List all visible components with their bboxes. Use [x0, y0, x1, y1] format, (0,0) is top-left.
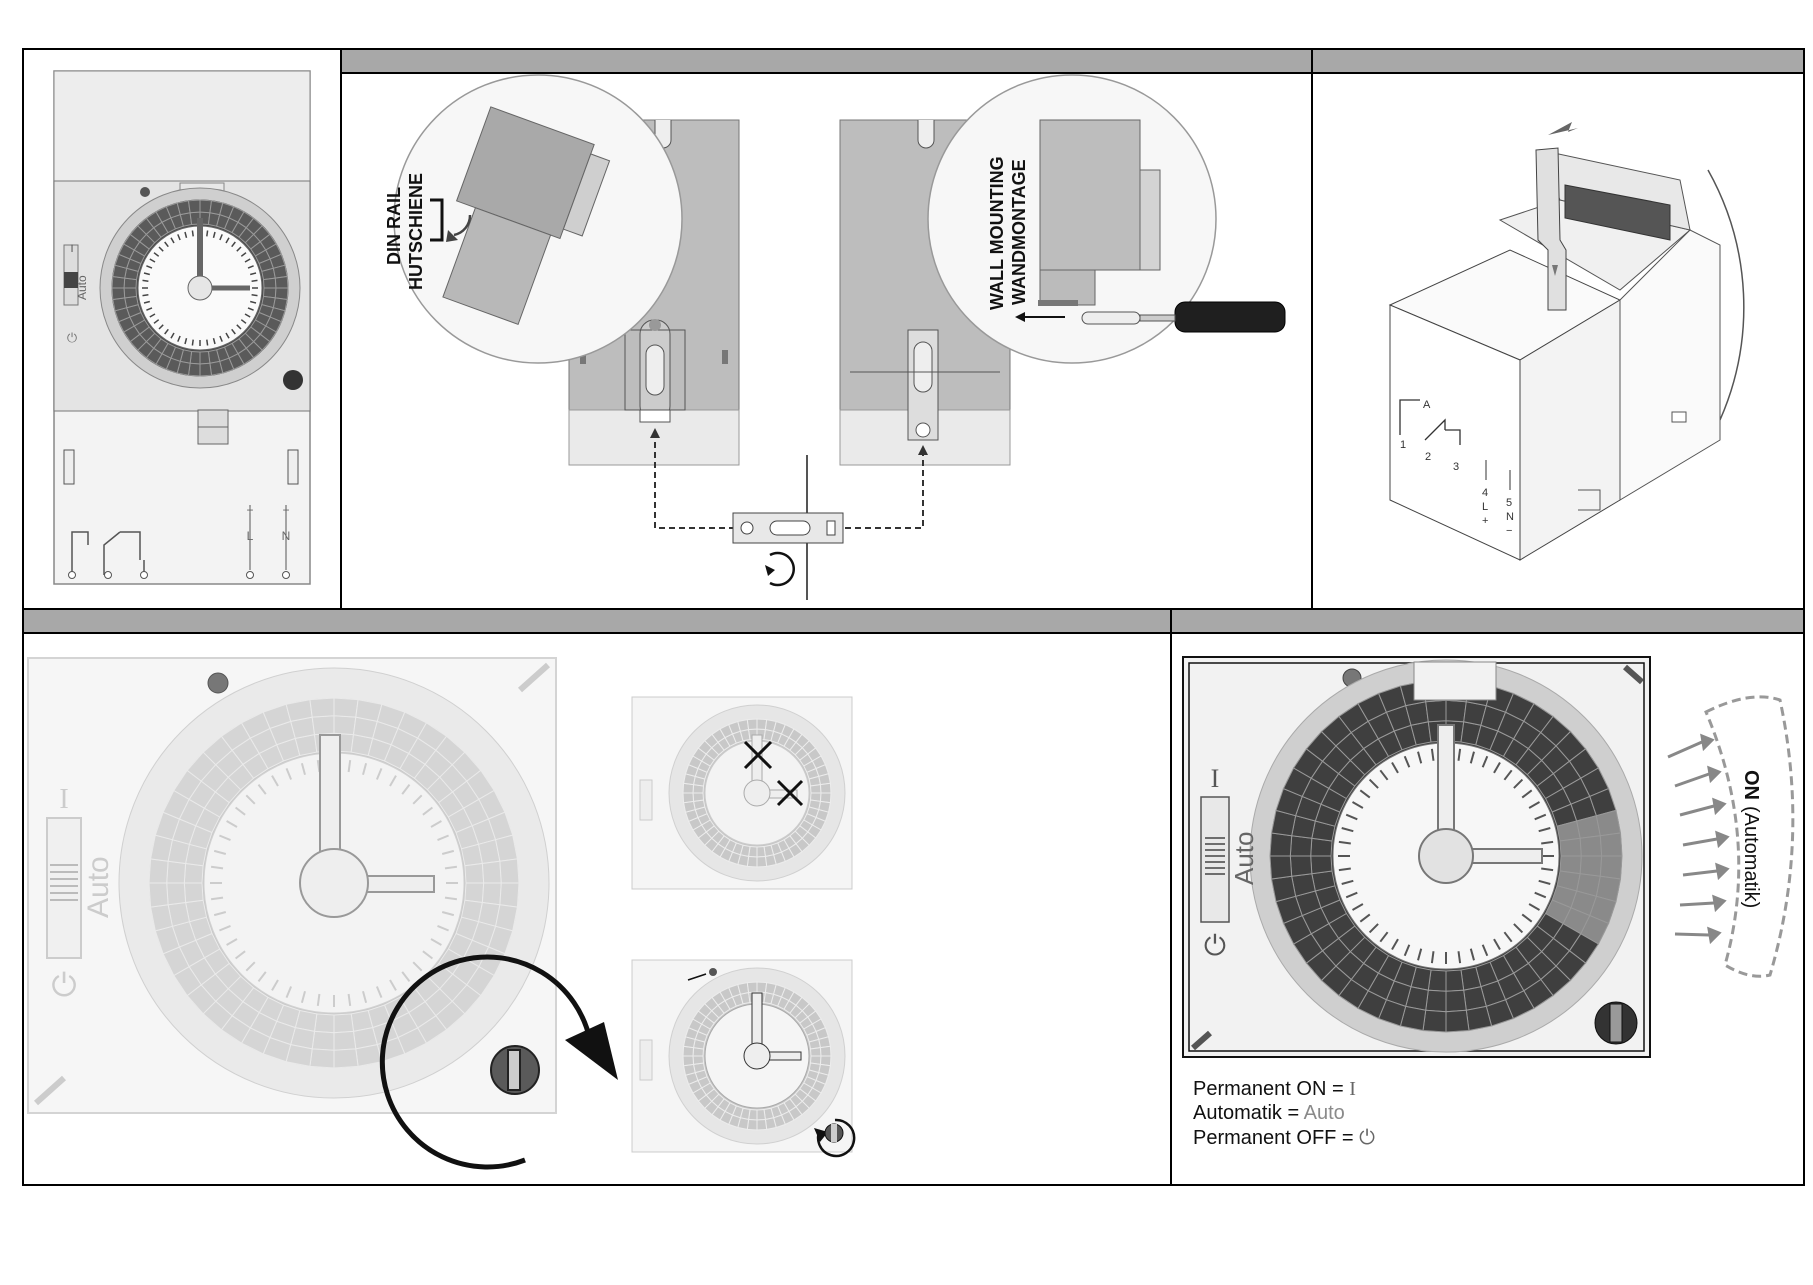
legend-row-auto: Automatik = Auto [1193, 1101, 1375, 1125]
ring-segment [1311, 856, 1332, 874]
ring-segment [1446, 1010, 1469, 1032]
mode-legend: Permanent ON = I Automatik = Auto Perman… [1193, 1077, 1375, 1150]
legend-auto-text: Automatik = [1193, 1102, 1304, 1124]
ring-segment [1270, 833, 1292, 856]
ring-segment [1580, 836, 1602, 856]
legend-auto-symbol: Auto [1304, 1102, 1345, 1124]
legend-off-text: Permanent OFF = [1193, 1127, 1359, 1149]
ring-segment [1600, 833, 1622, 856]
ring-segment [1560, 838, 1581, 856]
legend-on-text: Permanent ON = [1193, 1078, 1349, 1100]
ring-segment [1270, 856, 1292, 879]
ring-segment [1446, 990, 1466, 1012]
legend-row-on: Permanent ON = I [1193, 1077, 1375, 1101]
ring-segment [1290, 836, 1312, 856]
svg-text:ON(Automatik): ON (Automatik) [1740, 770, 1762, 908]
legend-off-symbol: ⏻ [1359, 1125, 1375, 1149]
ring-segment [1446, 970, 1464, 991]
legend-row-off: Permanent OFF = ⏻ [1193, 1125, 1375, 1150]
p5-switch-auto-label: Auto [1229, 832, 1259, 886]
ring-segment [1426, 700, 1446, 722]
p5-switch-on-label: I [1211, 764, 1220, 793]
ring-segment [1446, 700, 1466, 722]
ring-segment [1423, 1010, 1446, 1032]
ring-segment [1426, 990, 1446, 1012]
ring-segment [1580, 856, 1602, 876]
ring-segment [1600, 856, 1622, 879]
on-label-bold: ON [1740, 770, 1762, 800]
legend-on-symbol: I [1349, 1078, 1356, 1100]
p5-switch-off-label: ⏻ [1204, 929, 1226, 962]
on-label-rest: (Automatik) [1740, 806, 1762, 908]
ring-segment [1290, 856, 1312, 876]
